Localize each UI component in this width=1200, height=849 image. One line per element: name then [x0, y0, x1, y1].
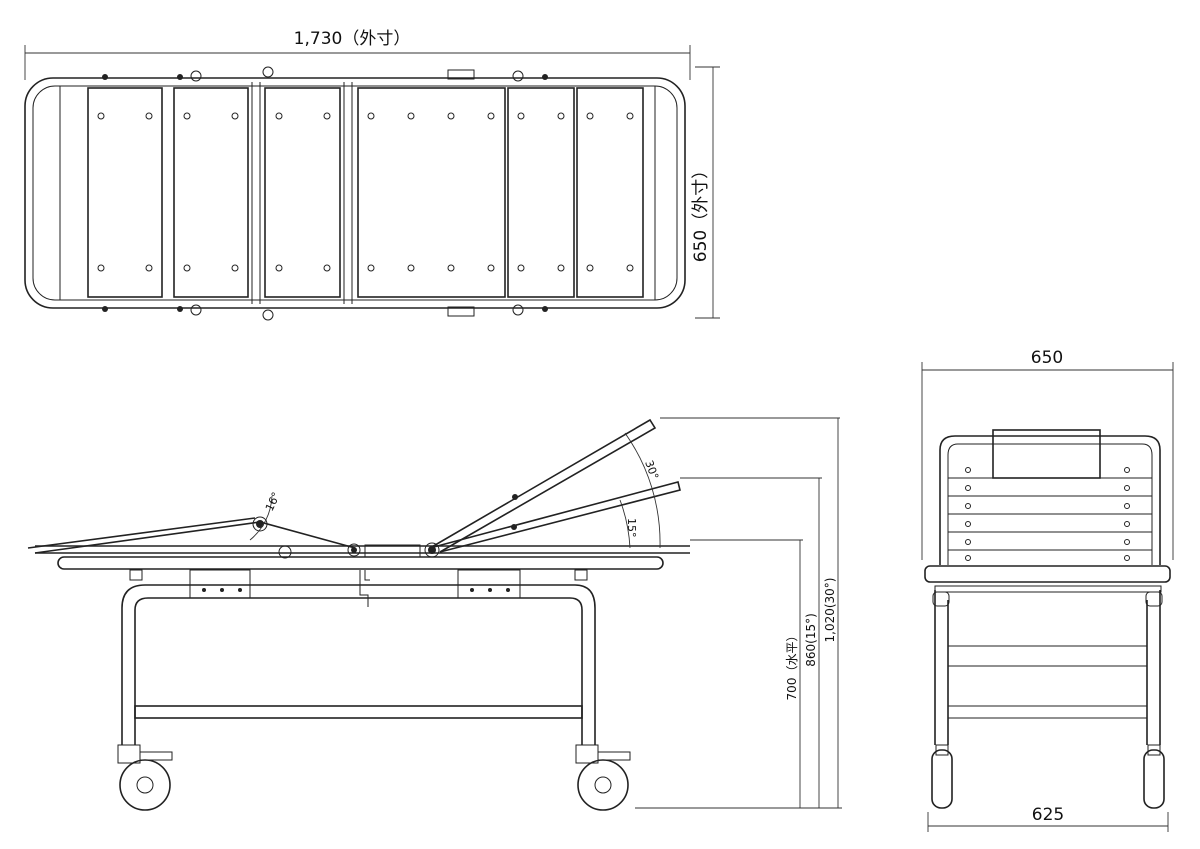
top-view: 1,730（外寸） 650（外寸）	[24, 29, 720, 321]
front-bottom-dimension: 625	[927, 805, 1169, 832]
front-width-label: 650	[1031, 348, 1063, 368]
frame-tube	[24, 77, 686, 309]
height-15-label: 860(15°)	[804, 613, 818, 667]
leg-section	[27, 495, 361, 559]
casters-side	[117, 744, 631, 811]
base-deck	[35, 544, 690, 607]
top-length-dimension: 1,730（外寸）	[24, 29, 691, 80]
angle-15-label: 15°	[625, 518, 638, 538]
legs-and-base	[121, 584, 596, 745]
top-width-dimension: 650（外寸）	[691, 66, 720, 319]
back-section	[424, 418, 681, 558]
height-dimensions	[635, 417, 842, 809]
angle-16-label: 16°	[263, 490, 283, 513]
front-casters	[931, 744, 1165, 809]
front-side-rails	[924, 565, 1171, 593]
frame-fittings	[102, 66, 548, 321]
width-label: 650（外寸）	[691, 162, 711, 262]
panel-holes	[97, 112, 634, 272]
front-legs	[932, 590, 1163, 745]
front-backrest	[939, 429, 1161, 565]
deck-panels	[87, 82, 644, 304]
side-view: 16° 30° 15° 700（水平） 860(15°) 1,020(30°)	[27, 417, 842, 811]
angle-30-label: 30°	[642, 459, 661, 482]
wheel-width-label: 625	[1032, 805, 1064, 825]
front-view: 650	[921, 348, 1174, 832]
height-flat-label: 700（水平）	[785, 630, 799, 701]
front-top-dimension: 650	[921, 348, 1174, 560]
length-label: 1,730（外寸）	[294, 29, 411, 49]
height-30-label: 1,020(30°)	[823, 578, 837, 643]
